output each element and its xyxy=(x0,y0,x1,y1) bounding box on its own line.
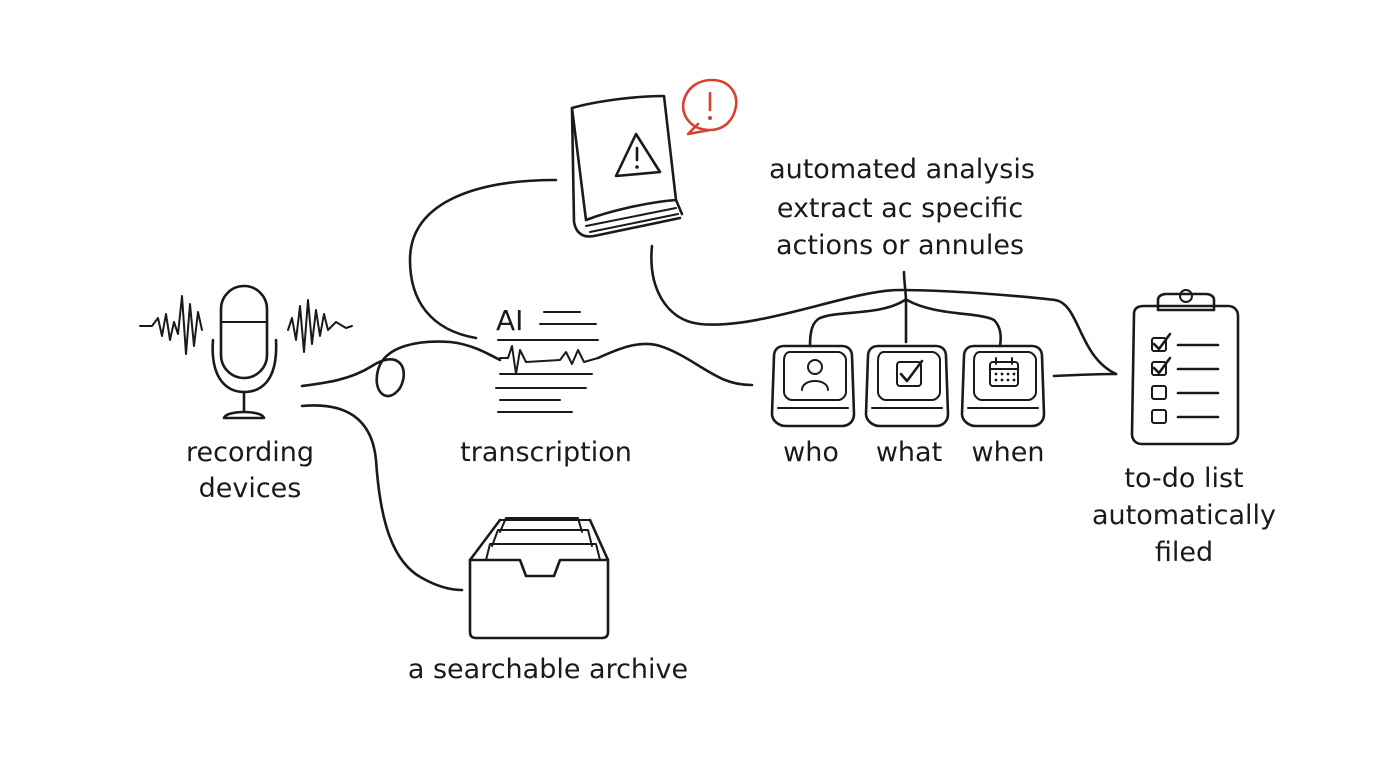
connector-mic-to-transcription xyxy=(300,340,502,398)
warning-book-icon xyxy=(570,94,684,238)
label-todo-2: automatically xyxy=(1092,500,1276,531)
label-devices: devices xyxy=(199,473,302,504)
label-what: what xyxy=(876,437,942,468)
checkbox-icon xyxy=(896,359,924,387)
brace-left-leg xyxy=(808,298,907,348)
microphone-icon xyxy=(139,284,353,420)
label-who: who xyxy=(783,437,839,468)
connector-keys-to-clipboard xyxy=(1052,372,1118,378)
who-key xyxy=(770,344,856,428)
what-key xyxy=(864,344,950,428)
analysis-line-1: automated analysis xyxy=(769,154,1035,185)
connector-transcription-to-book xyxy=(408,178,558,340)
sound-wave-right-icon xyxy=(287,299,353,353)
calendar-icon xyxy=(989,357,1019,387)
label-recording: recording xyxy=(186,437,314,468)
brace-right-leg xyxy=(905,298,1003,348)
when-key xyxy=(960,344,1046,428)
label-transcription: transcription xyxy=(460,437,632,468)
label-archive: a searchable archive xyxy=(408,654,688,685)
ai-mark: AI xyxy=(496,304,523,337)
person-icon xyxy=(801,359,829,391)
connector-book-to-brace xyxy=(650,244,1118,376)
connector-mic-to-archive xyxy=(300,404,464,592)
connector-transcription-to-keys xyxy=(596,342,754,387)
analysis-line-2: extract ac specific xyxy=(777,193,1023,224)
exclamation-bubble-icon xyxy=(681,78,738,136)
label-todo-3: filed xyxy=(1155,537,1213,568)
brace-center-stem xyxy=(902,270,908,344)
label-todo-1: to-do list xyxy=(1124,463,1243,494)
clipboard-checklist-icon xyxy=(1130,289,1240,446)
connectors xyxy=(300,178,1118,592)
file-box-icon xyxy=(468,517,610,640)
transcript-lines-icon: AI xyxy=(495,304,599,413)
analysis-line-3: actions or annules xyxy=(776,230,1024,261)
sound-wave-left-icon xyxy=(139,295,203,355)
label-when: when xyxy=(972,437,1045,468)
